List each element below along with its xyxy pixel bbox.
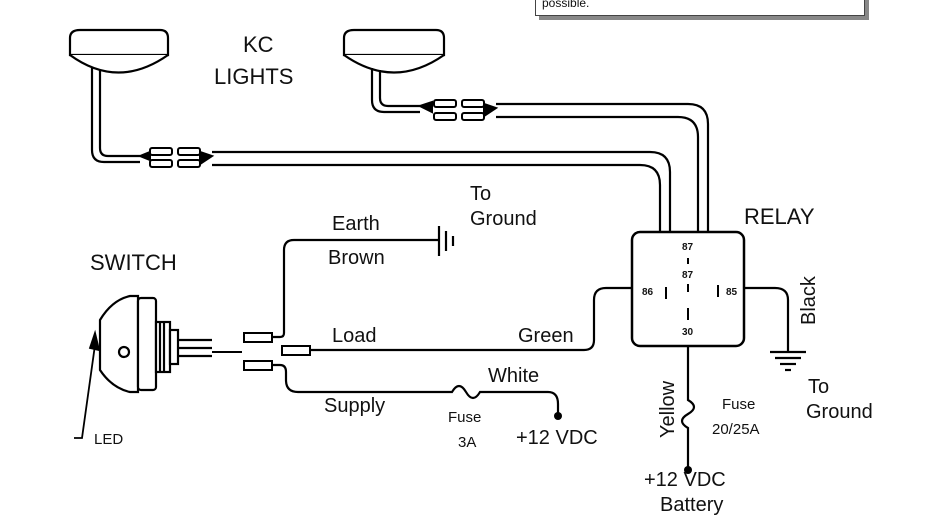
green-label: Green	[518, 325, 574, 347]
switch-vdc-terminal	[554, 412, 562, 420]
battery-terminal	[684, 466, 692, 474]
brown-label: Brown	[328, 247, 385, 269]
light-wires	[212, 102, 710, 232]
to-ground-right-line2: Ground	[806, 401, 873, 423]
supply-label: Supply	[324, 395, 385, 417]
earth-ground-symbol	[282, 226, 455, 333]
supply-white-wire	[272, 363, 560, 416]
fuse-small-label: Fuse	[448, 409, 481, 426]
switch-body	[98, 294, 212, 394]
led-label: LED	[94, 431, 123, 448]
fuse-small-rating: 3A	[458, 434, 476, 451]
connector-left-light	[137, 147, 215, 168]
relay-pin-85: 85	[726, 287, 738, 298]
load-green-wire	[272, 286, 632, 352]
fuse-big-label: Fuse	[722, 396, 755, 413]
switch-vdc-label: +12 VDC	[516, 427, 598, 449]
relay-label: RELAY	[744, 204, 815, 229]
earth-label: Earth	[332, 213, 380, 235]
relay-pin-86: 86	[642, 287, 654, 298]
kc-light-left	[68, 28, 170, 164]
led-pointer	[74, 329, 101, 439]
switch-connectors	[212, 332, 311, 371]
relay-pin-87-mid: 87	[682, 270, 694, 281]
kc-label: KC	[243, 32, 274, 57]
yellow-battery-wire	[680, 346, 696, 470]
white-label: White	[488, 365, 539, 387]
to-ground-top-line2: Ground	[470, 208, 537, 230]
yellow-label: Yellow	[657, 380, 679, 438]
kc-light-right	[342, 28, 446, 114]
relay-pin-30: 30	[682, 327, 694, 338]
fuse-big-rating: 20/25A	[712, 421, 760, 438]
note-text: possible.	[542, 0, 590, 10]
to-ground-top-line1: To	[470, 183, 491, 205]
load-label: Load	[332, 325, 377, 347]
to-ground-right-line1: To	[808, 376, 829, 398]
battery-vdc-label: +12 VDC	[644, 469, 726, 491]
note-box: possible.	[535, 0, 865, 16]
black-ground-wire	[744, 286, 806, 372]
relay-pin-87-top: 87	[682, 242, 694, 253]
lights-label: LIGHTS	[214, 64, 293, 89]
battery-label: Battery	[660, 494, 723, 516]
connector-right-light	[417, 99, 499, 121]
black-label: Black	[798, 275, 820, 325]
switch-label: SWITCH	[90, 250, 177, 275]
